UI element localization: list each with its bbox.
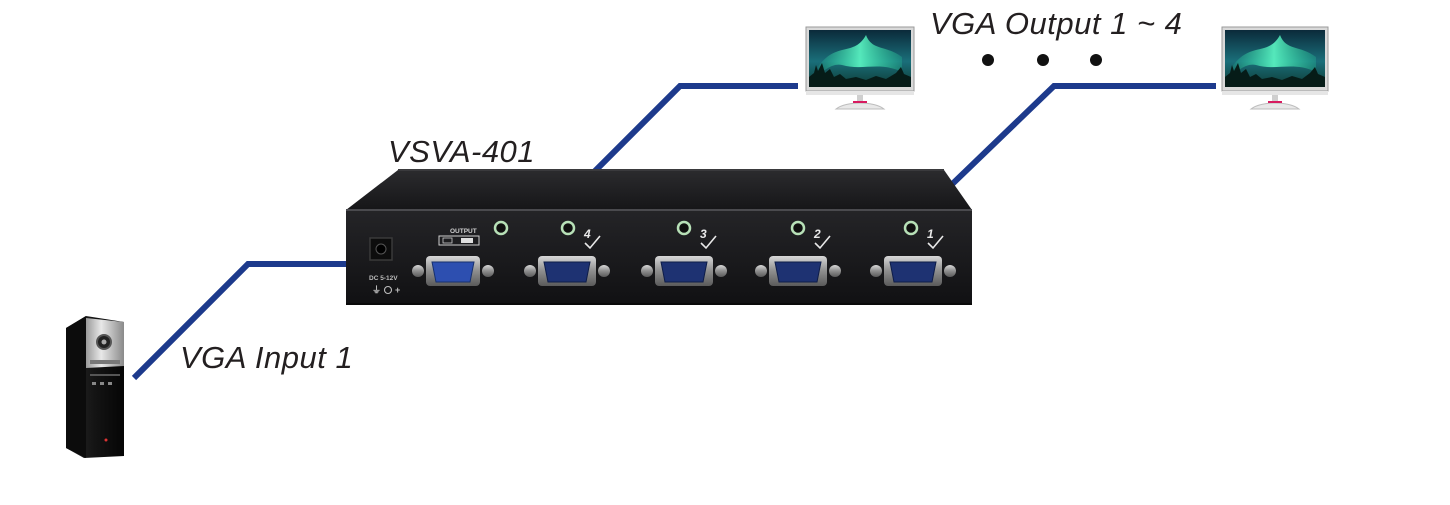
power-jack-icon: DC 5-12V ⏚ + — [369, 237, 400, 295]
svg-text:3: 3 — [700, 227, 707, 241]
output-panel-label: OUTPUT — [438, 228, 480, 246]
device-model-label: VSVA-401 — [388, 134, 536, 169]
monitor-icon — [805, 26, 915, 110]
vga-input-port — [412, 220, 509, 286]
vga-splitter-device: DC 5-12V ⏚ + OUTPUT — [346, 169, 972, 305]
svg-text:+: + — [395, 285, 400, 295]
vga-output-port-3: 3 — [641, 220, 727, 286]
vga-output-port-2: 2 — [755, 220, 841, 286]
svg-text:1: 1 — [927, 227, 934, 241]
cable-output-left — [589, 83, 798, 177]
panel-output-text: OUTPUT — [450, 228, 477, 235]
vga-input-label: VGA Input 1 — [180, 340, 354, 375]
computer-tower-icon — [66, 316, 124, 458]
power-spec-text: DC 5-12V — [369, 275, 398, 282]
vga-output-port-1: 1 — [870, 220, 956, 286]
svg-text:4: 4 — [583, 227, 591, 241]
vga-output-label: VGA Output 1 ~ 4 — [930, 6, 1183, 41]
monitor-icon — [1221, 26, 1329, 110]
ellipsis-dots-icon — [982, 54, 1102, 66]
vga-output-port-4: 4 — [524, 220, 610, 286]
cable-output-right — [941, 83, 1216, 195]
svg-text:2: 2 — [813, 227, 821, 241]
cable-input — [131, 261, 346, 381]
polarity-symbol: ⏚ — [372, 285, 381, 295]
